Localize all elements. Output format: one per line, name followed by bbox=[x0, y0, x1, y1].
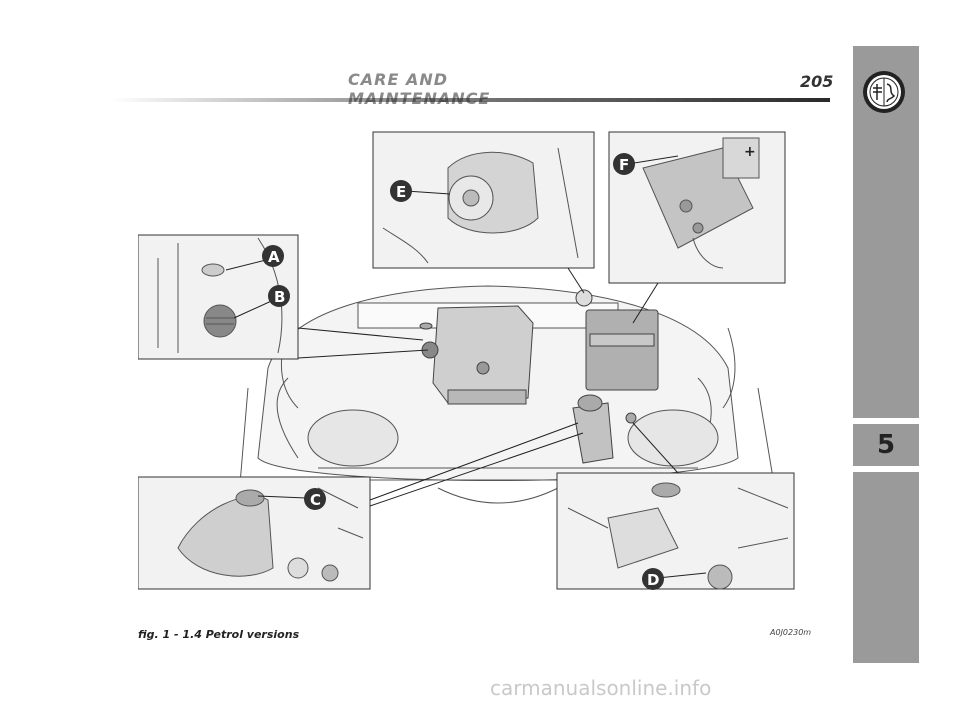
label-f: F bbox=[619, 156, 629, 174]
label-a-badge: A bbox=[262, 245, 284, 267]
header-title: CARE AND MAINTENANCE bbox=[348, 70, 489, 108]
label-b: B bbox=[274, 288, 285, 306]
chapter-side-tab bbox=[853, 46, 919, 663]
figure-code: A0J0230m bbox=[770, 628, 812, 637]
label-c: C bbox=[310, 491, 321, 509]
coolant-reservoir bbox=[572, 394, 614, 464]
label-c-badge: C bbox=[304, 488, 326, 510]
chapter-number: 5 bbox=[853, 424, 919, 466]
battery bbox=[585, 309, 659, 391]
inset-coolant bbox=[138, 476, 371, 590]
label-e: E bbox=[396, 183, 406, 201]
engine-cover bbox=[432, 305, 534, 405]
brand-logo-icon bbox=[863, 71, 905, 113]
inset-brake-fluid bbox=[372, 131, 595, 269]
side-tab-gap bbox=[853, 418, 919, 424]
battery-plus-label: + bbox=[744, 144, 756, 160]
label-f-badge: F bbox=[613, 153, 635, 175]
side-tab-gap bbox=[853, 466, 919, 472]
header-rule bbox=[110, 98, 830, 102]
watermark: carmanualsonline.info bbox=[490, 676, 712, 700]
engine-bay-figure: + A B C D E F bbox=[138, 131, 795, 590]
inset-battery bbox=[608, 131, 786, 284]
label-a: A bbox=[268, 248, 280, 266]
inset-washer bbox=[556, 472, 795, 590]
label-e-badge: E bbox=[390, 180, 412, 202]
label-d: D bbox=[647, 571, 659, 589]
page-number: 205 bbox=[800, 72, 834, 91]
label-d-badge: D bbox=[642, 568, 664, 590]
label-b-badge: B bbox=[268, 285, 290, 307]
figure-caption: fig. 1 - 1.4 Petrol versions bbox=[138, 628, 300, 641]
